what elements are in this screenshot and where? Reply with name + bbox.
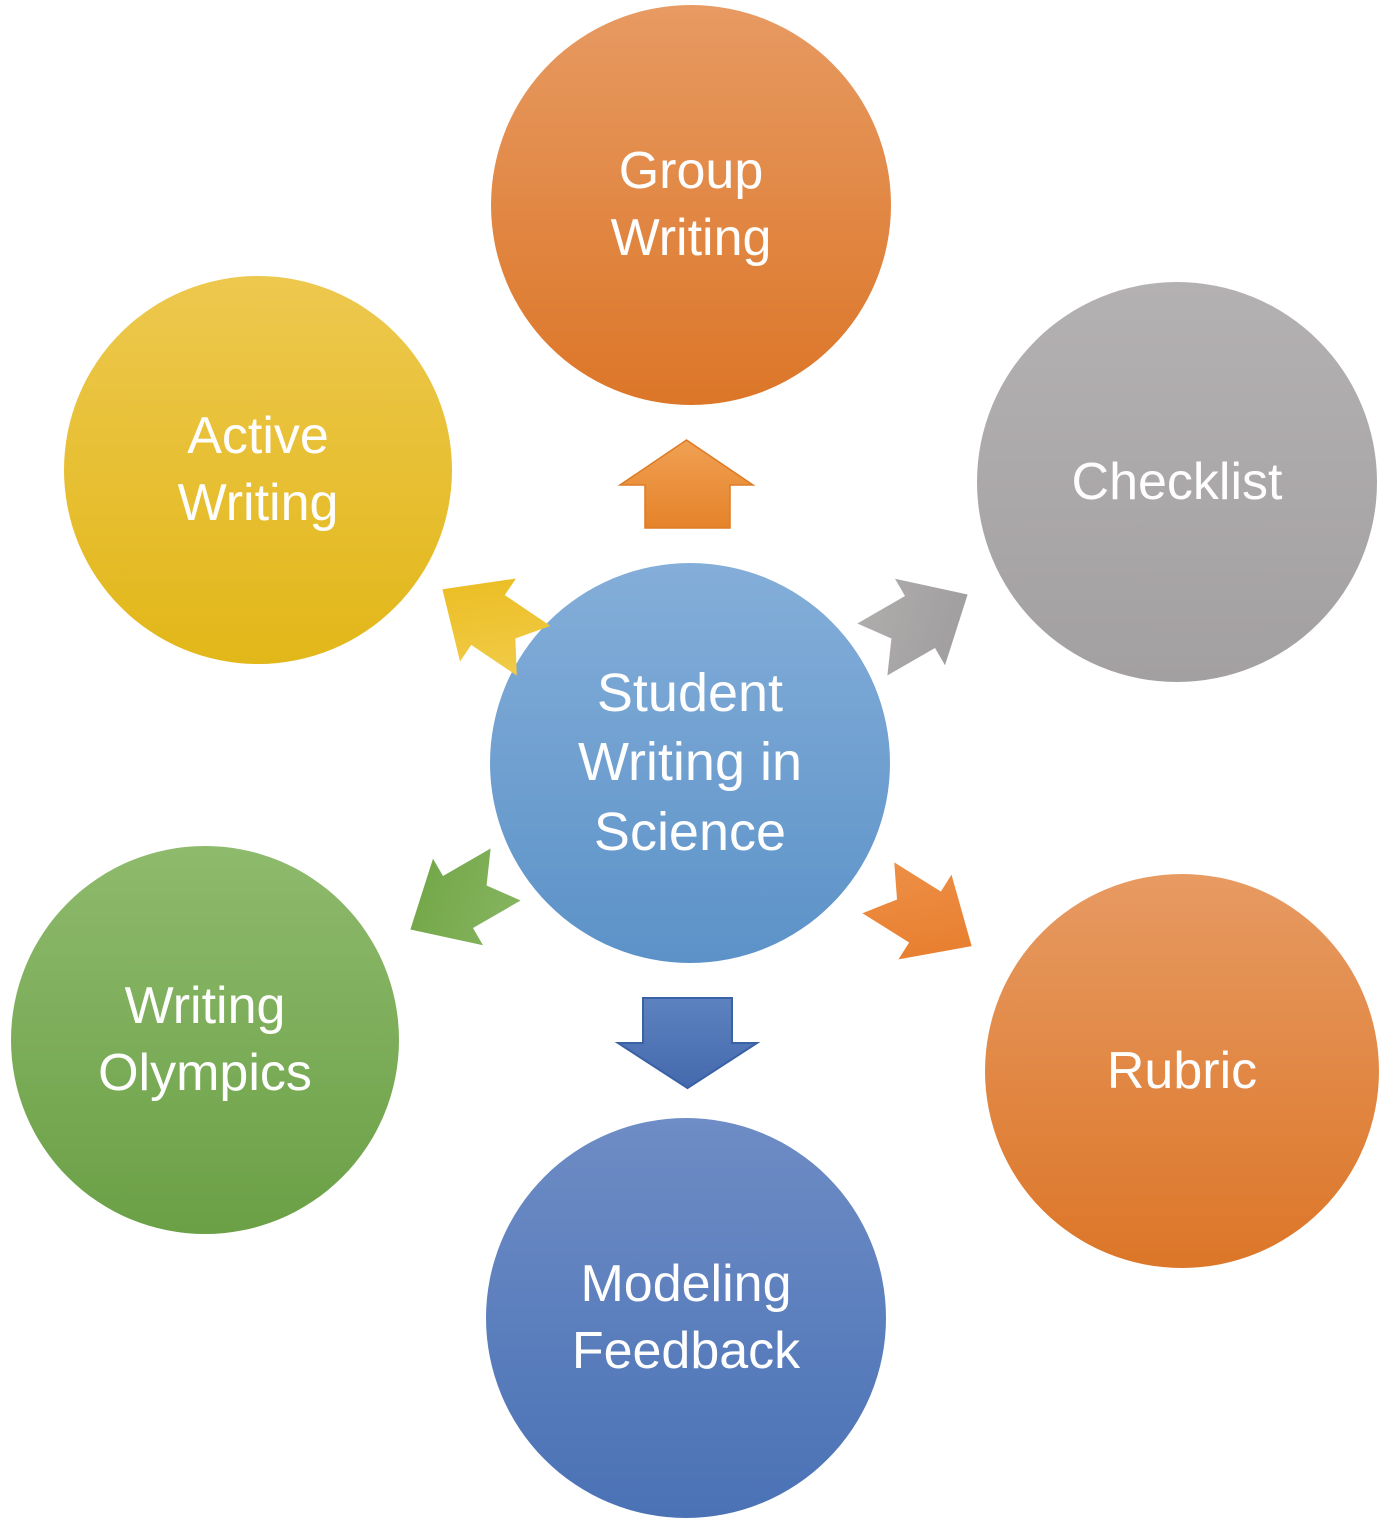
node-checklist-label: Checklist [1071,452,1283,511]
node-writing-olympics-label: Writing Olympics [98,977,312,1102]
arrow-down-to-modeling-feedback-icon [614,997,761,1090]
arrow-up-to-group-writing-icon [617,439,756,529]
arrow-upright-to-checklist-icon [847,551,992,693]
node-group-writing: Group Writing [491,5,891,405]
node-center-label: Student Writing in Science [577,663,803,862]
node-student-writing-in-science: Student Writing in Science [490,563,890,963]
arrow-upleft-to-active-writing-icon [414,548,561,692]
node-modeling-feedback: Modeling Feedback [486,1118,886,1518]
node-active-writing-label: Active Writing [177,407,339,532]
node-modeling-feedback-label: Modeling Feedback [571,1255,801,1380]
node-checklist: Checklist [977,282,1377,682]
node-rubric-label: Rubric [1106,1041,1258,1100]
node-active-writing: Active Writing [64,276,452,664]
arrow-downleft-to-writing-olympics-icon [385,831,530,973]
node-group-writing-label: Group Writing [610,142,772,267]
node-rubric: Rubric [985,874,1379,1268]
arrow-downright-to-rubric-icon [852,845,998,988]
node-writing-olympics: Writing Olympics [11,846,399,1234]
